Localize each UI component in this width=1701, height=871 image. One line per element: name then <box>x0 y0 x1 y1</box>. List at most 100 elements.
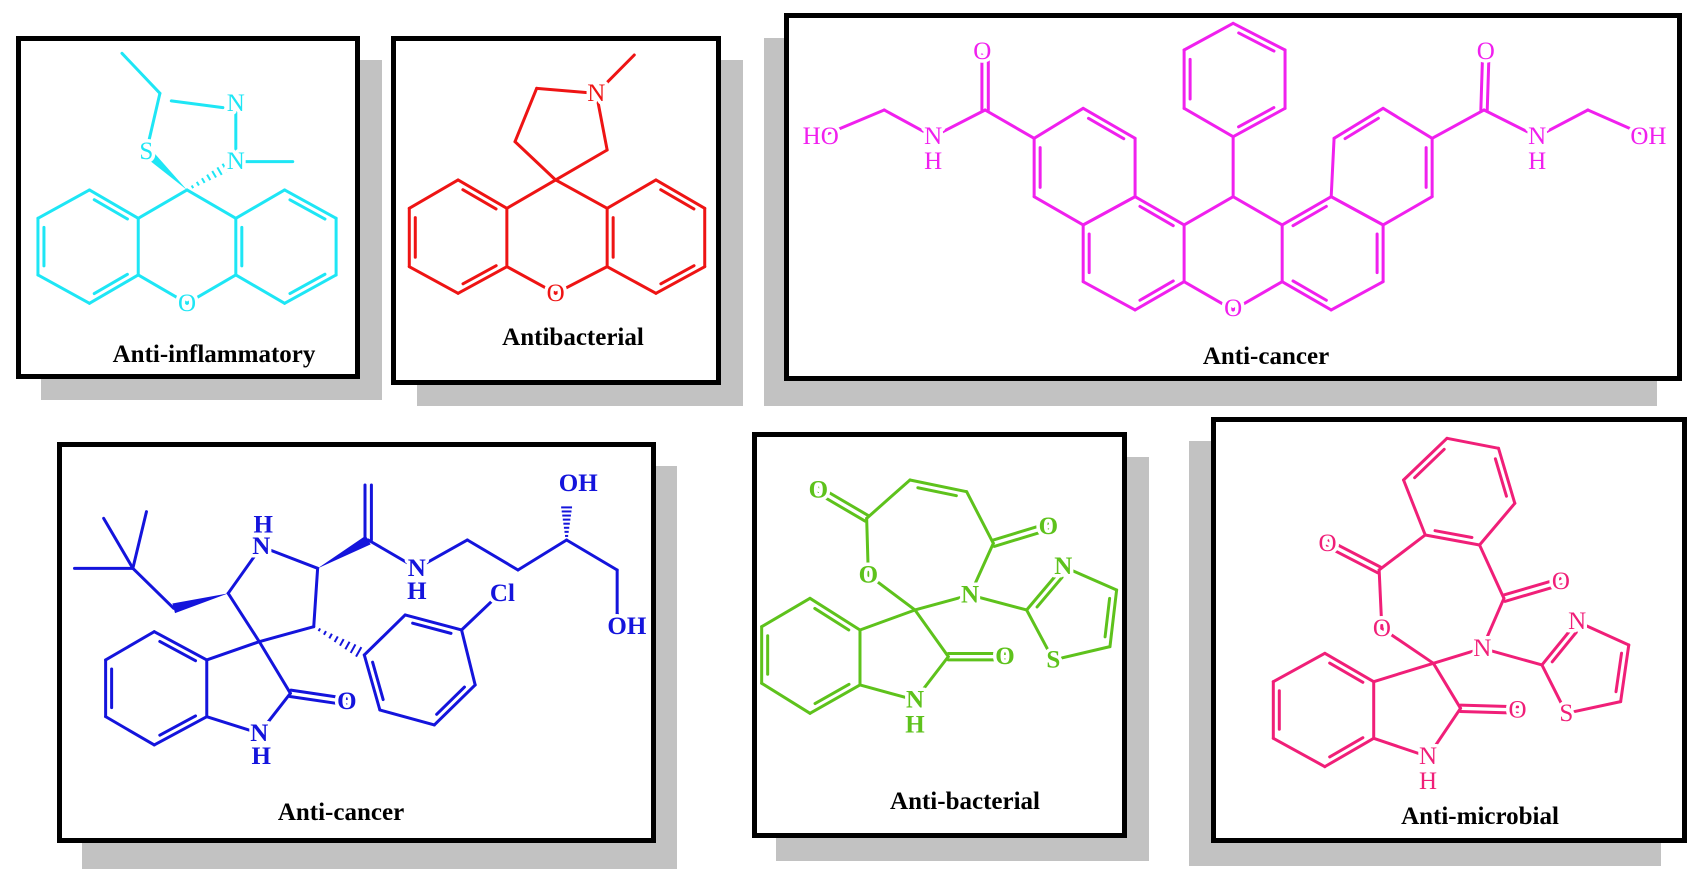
wedge-bond <box>142 148 188 190</box>
double-bond <box>1485 53 1491 112</box>
bond <box>513 86 539 144</box>
bond <box>605 265 658 295</box>
panel-antibacterial <box>391 36 721 385</box>
bond <box>1431 646 1484 665</box>
bond <box>1329 195 1385 227</box>
bond <box>1478 501 1517 547</box>
bond <box>102 516 135 570</box>
atom-label: Cl <box>490 580 515 607</box>
bond <box>1323 651 1376 684</box>
bond <box>226 545 263 595</box>
double-bond-inner <box>288 272 327 296</box>
wedge-bond <box>317 535 371 569</box>
bond <box>362 613 407 657</box>
bond <box>407 265 460 295</box>
bond <box>257 691 292 735</box>
bond <box>1280 280 1333 312</box>
bond <box>1402 436 1449 482</box>
hashed-bond-segment <box>328 633 333 639</box>
atom-label: S <box>139 138 153 165</box>
bond <box>913 655 950 702</box>
caption-anti-inflammatory: Anti-inflammatory <box>112 341 316 368</box>
bond <box>513 140 558 182</box>
bond <box>1381 106 1434 140</box>
caption-anti-cancer-2: Anti-cancer <box>277 799 405 826</box>
double-bond-inner <box>1328 661 1365 684</box>
double-bond-inner <box>1086 116 1126 141</box>
hashed-bond-segment <box>344 641 351 650</box>
bond <box>1271 651 1327 684</box>
bond <box>257 640 292 695</box>
bond <box>1032 195 1085 227</box>
bond <box>465 538 520 572</box>
bond <box>1081 106 1137 140</box>
double-bond-inner <box>1237 31 1276 53</box>
bond <box>1564 700 1623 715</box>
double-bond-inner <box>1291 279 1328 302</box>
bond <box>1482 108 1539 139</box>
atom-label: O <box>1373 615 1391 642</box>
atom-label: O <box>859 561 878 588</box>
bond <box>615 611 623 629</box>
bond <box>1332 106 1385 140</box>
bond <box>808 596 862 632</box>
bond <box>1535 108 1590 139</box>
bond <box>858 608 917 632</box>
double-bond-inner <box>461 264 498 286</box>
bond <box>1231 195 1284 227</box>
bond <box>283 188 338 220</box>
hashed-bond-segment <box>355 646 363 658</box>
double-bond-inner <box>916 486 958 498</box>
bond <box>968 541 995 597</box>
bond <box>185 188 238 220</box>
bond <box>185 273 238 305</box>
atom-label: H <box>253 511 273 538</box>
bond <box>865 478 912 520</box>
hashed-bond-segment <box>206 174 212 181</box>
atom-label: N <box>906 686 924 713</box>
bond <box>366 538 419 570</box>
double-bond-inner <box>461 188 498 211</box>
hashed-bond-segment <box>323 630 327 636</box>
bond <box>1231 280 1284 312</box>
bond <box>456 178 509 210</box>
bond <box>1372 661 1435 684</box>
bond <box>1575 620 1631 647</box>
bond <box>983 108 1036 140</box>
atom-label: O <box>547 280 565 307</box>
bond <box>505 265 558 295</box>
atom-label: O <box>178 290 196 317</box>
bond <box>104 630 156 662</box>
bond <box>312 566 320 629</box>
bond <box>1182 280 1235 312</box>
bond <box>965 490 995 545</box>
atom-label: H <box>1528 148 1546 175</box>
bond <box>1377 533 1427 572</box>
double-bond-inner <box>1138 204 1175 228</box>
double-bond <box>288 694 348 707</box>
bond <box>908 478 969 494</box>
bond <box>760 596 812 629</box>
atom-label: O <box>1477 38 1495 65</box>
bond <box>565 538 619 572</box>
bond <box>415 538 469 570</box>
bond <box>1497 446 1517 505</box>
atom-label: N <box>252 533 270 560</box>
bond <box>432 683 477 727</box>
bond <box>505 178 558 210</box>
bond <box>1231 21 1287 52</box>
atom-label: S <box>1046 646 1060 673</box>
atom-label: N <box>1419 743 1437 770</box>
double-bond-inner <box>158 714 198 737</box>
hashed-bond-segment <box>349 643 357 654</box>
atom-label: N <box>227 90 245 117</box>
double-bond-inner <box>1138 279 1175 302</box>
atom-label: HO <box>803 123 839 150</box>
bond <box>205 640 261 662</box>
bond <box>1381 195 1434 227</box>
double-bond-inner <box>1328 736 1365 759</box>
